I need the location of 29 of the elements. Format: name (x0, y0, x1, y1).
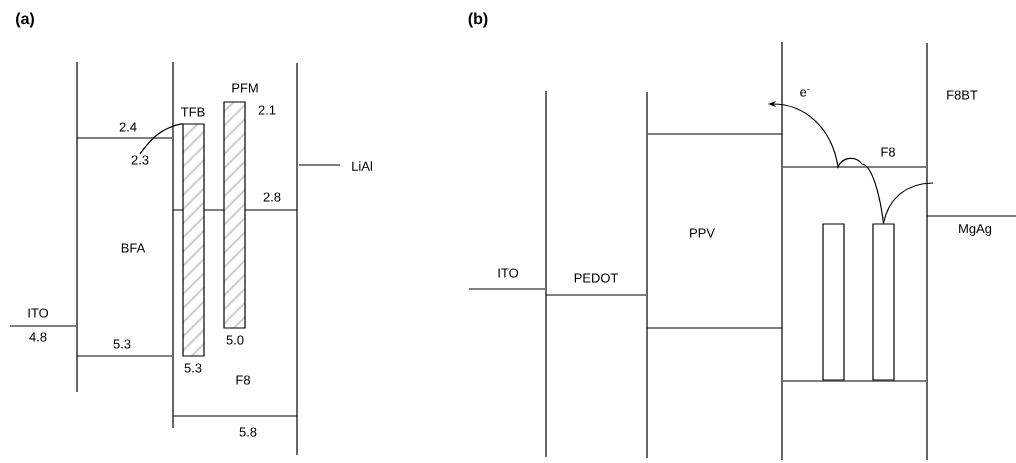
diagram-label: e$^{-}$ (800, 89, 810, 97)
diagram-label: ITO (28, 308, 49, 318)
energy-bar (822, 223, 845, 381)
diagram-label: BFA (121, 243, 146, 253)
panel-label: (a) (16, 12, 34, 28)
diagram-label: 5.8 (239, 427, 257, 437)
panel-label: (b) (468, 12, 488, 28)
diagram-label: PPV (690, 228, 715, 238)
diagram-label: 4.8 (29, 332, 47, 342)
diagram-label: F8 (236, 375, 250, 385)
diagram-label: 2.8 (263, 192, 281, 202)
value-label: 5.3 (184, 363, 202, 373)
diagram-label: F8BT (947, 90, 978, 100)
value-label: PFM (232, 83, 258, 93)
value-label: TFB (181, 107, 205, 117)
diagram-label: ITO (498, 268, 519, 278)
diagram-label: 2.4 (119, 122, 137, 132)
diagram-label: LiAl (352, 161, 372, 171)
value-label: 2.1 (258, 105, 276, 115)
diagram-label: MgAg (959, 224, 992, 236)
diagram-label: PEDOT (574, 273, 618, 283)
value-label: 2.3 (131, 155, 149, 165)
value-label: 5.0 (226, 335, 244, 345)
hatched-bar (182, 123, 205, 357)
diagram-label: 5.3 (113, 339, 131, 349)
diagram-label: F8 (881, 147, 895, 157)
hatched-bar (223, 101, 246, 329)
energy-bar (872, 223, 895, 381)
leader-line (139, 123, 184, 155)
